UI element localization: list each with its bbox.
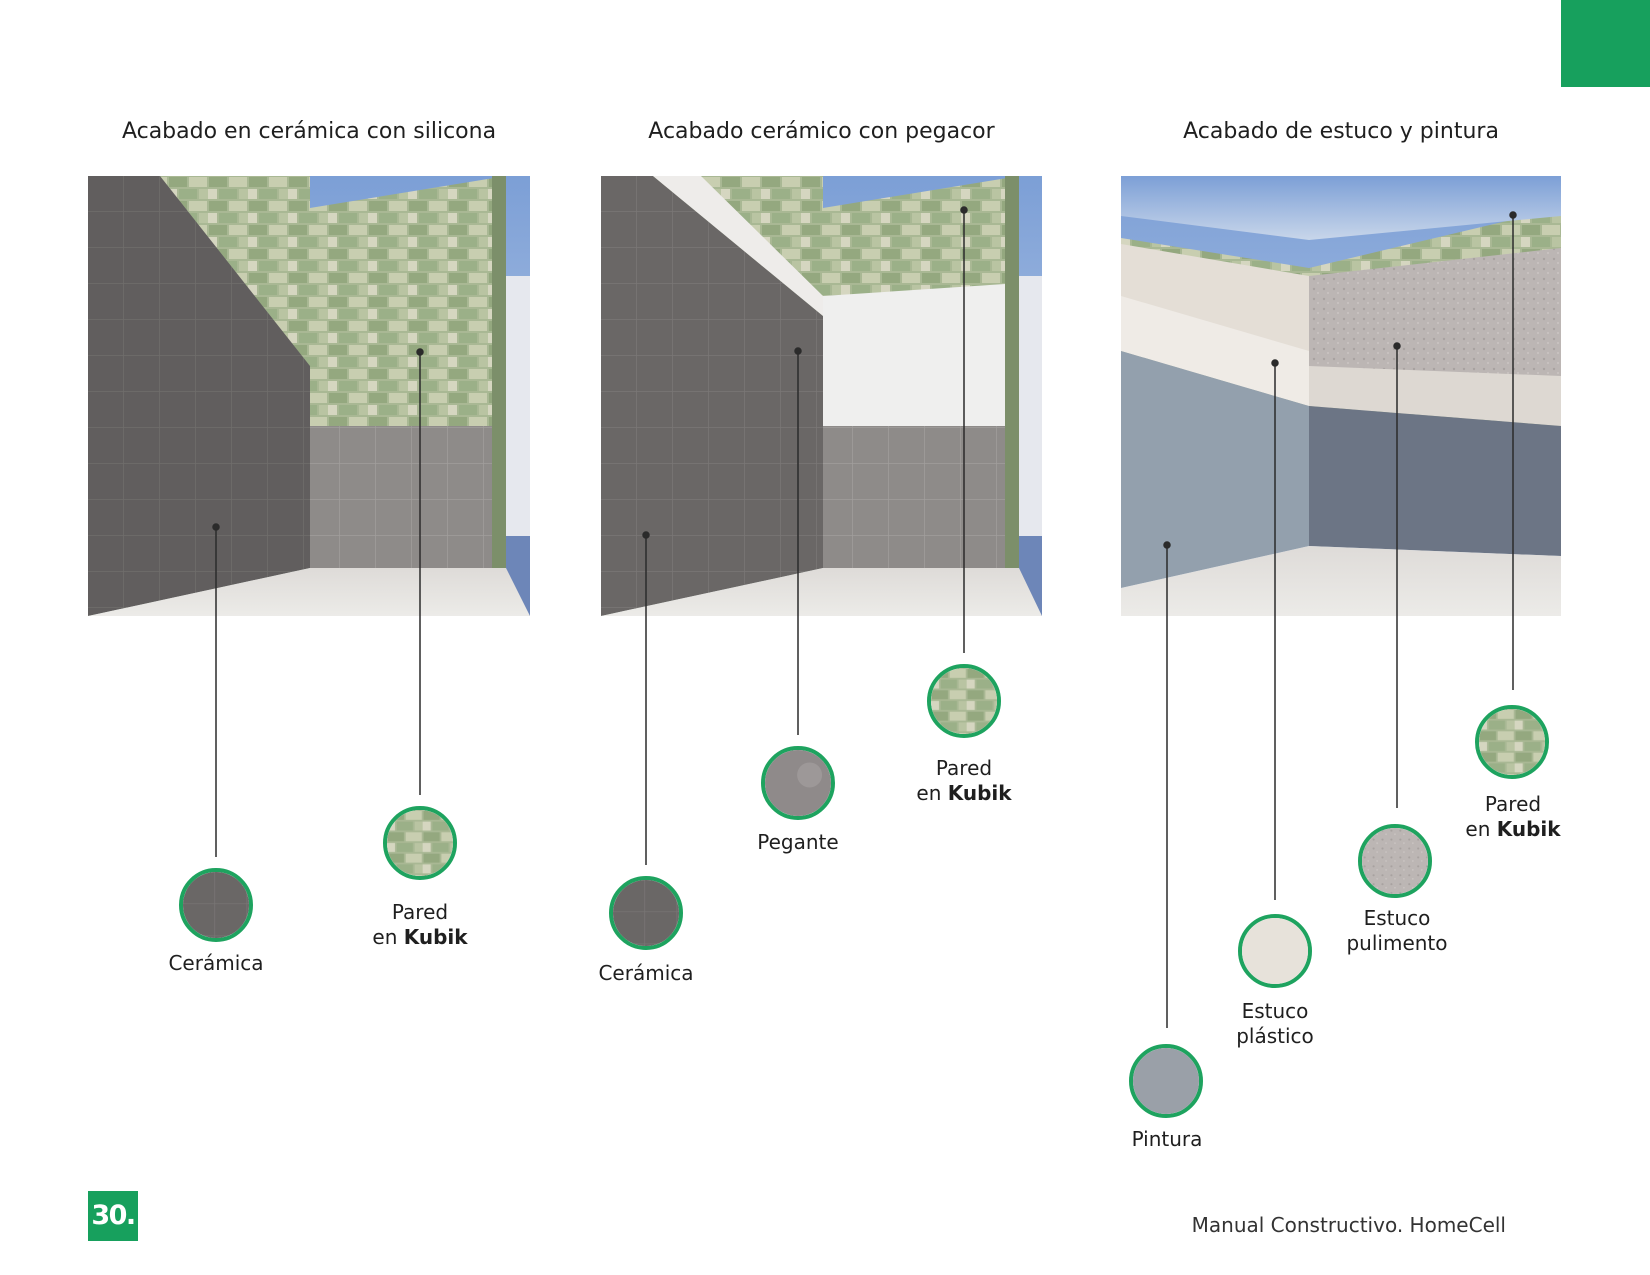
- page-number: 30.: [88, 1191, 138, 1241]
- corner-accent-tab: [1561, 0, 1650, 87]
- panel-title-stucco-paint: Acabado de estuco y pintura: [1183, 119, 1499, 144]
- label-plastic-stucco: Estuco plástico: [1236, 999, 1314, 1048]
- render-ceramic-pegacor: [601, 176, 1042, 616]
- render-ceramic-silicone: [88, 176, 530, 616]
- label-kubik-wall: Pared en Kubik: [1465, 792, 1561, 841]
- swatch-kubik-wall: [383, 806, 457, 880]
- swatch-kubik-wall: [927, 664, 1001, 738]
- label-kubik-wall: Pared en Kubik: [916, 756, 1012, 805]
- label-kubik-wall: Pared en Kubik: [372, 900, 468, 949]
- label-paint: Pintura: [1131, 1127, 1203, 1151]
- render-stucco-paint: [1121, 176, 1561, 616]
- swatch-ceramic: [179, 868, 253, 942]
- swatch-kubik-wall: [1475, 705, 1549, 779]
- label-polish-stucco: Estuco pulimento: [1346, 906, 1448, 955]
- swatch-polish-stucco: [1358, 824, 1432, 898]
- label-ceramic: Cerámica: [168, 951, 264, 975]
- swatch-plastic-stucco: [1238, 914, 1312, 988]
- label-ceramic: Cerámica: [598, 961, 694, 985]
- panel-title-ceramic-silicone: Acabado en cerámica con silicona: [121, 119, 497, 144]
- swatch-adhesive: [761, 746, 835, 820]
- swatch-ceramic: [609, 876, 683, 950]
- manual-title: Manual Constructivo. HomeCell: [1191, 1213, 1506, 1237]
- label-adhesive: Pegante: [757, 830, 839, 854]
- panel-title-ceramic-pegacor: Acabado cerámico con pegacor: [648, 119, 995, 144]
- swatch-paint: [1129, 1044, 1203, 1118]
